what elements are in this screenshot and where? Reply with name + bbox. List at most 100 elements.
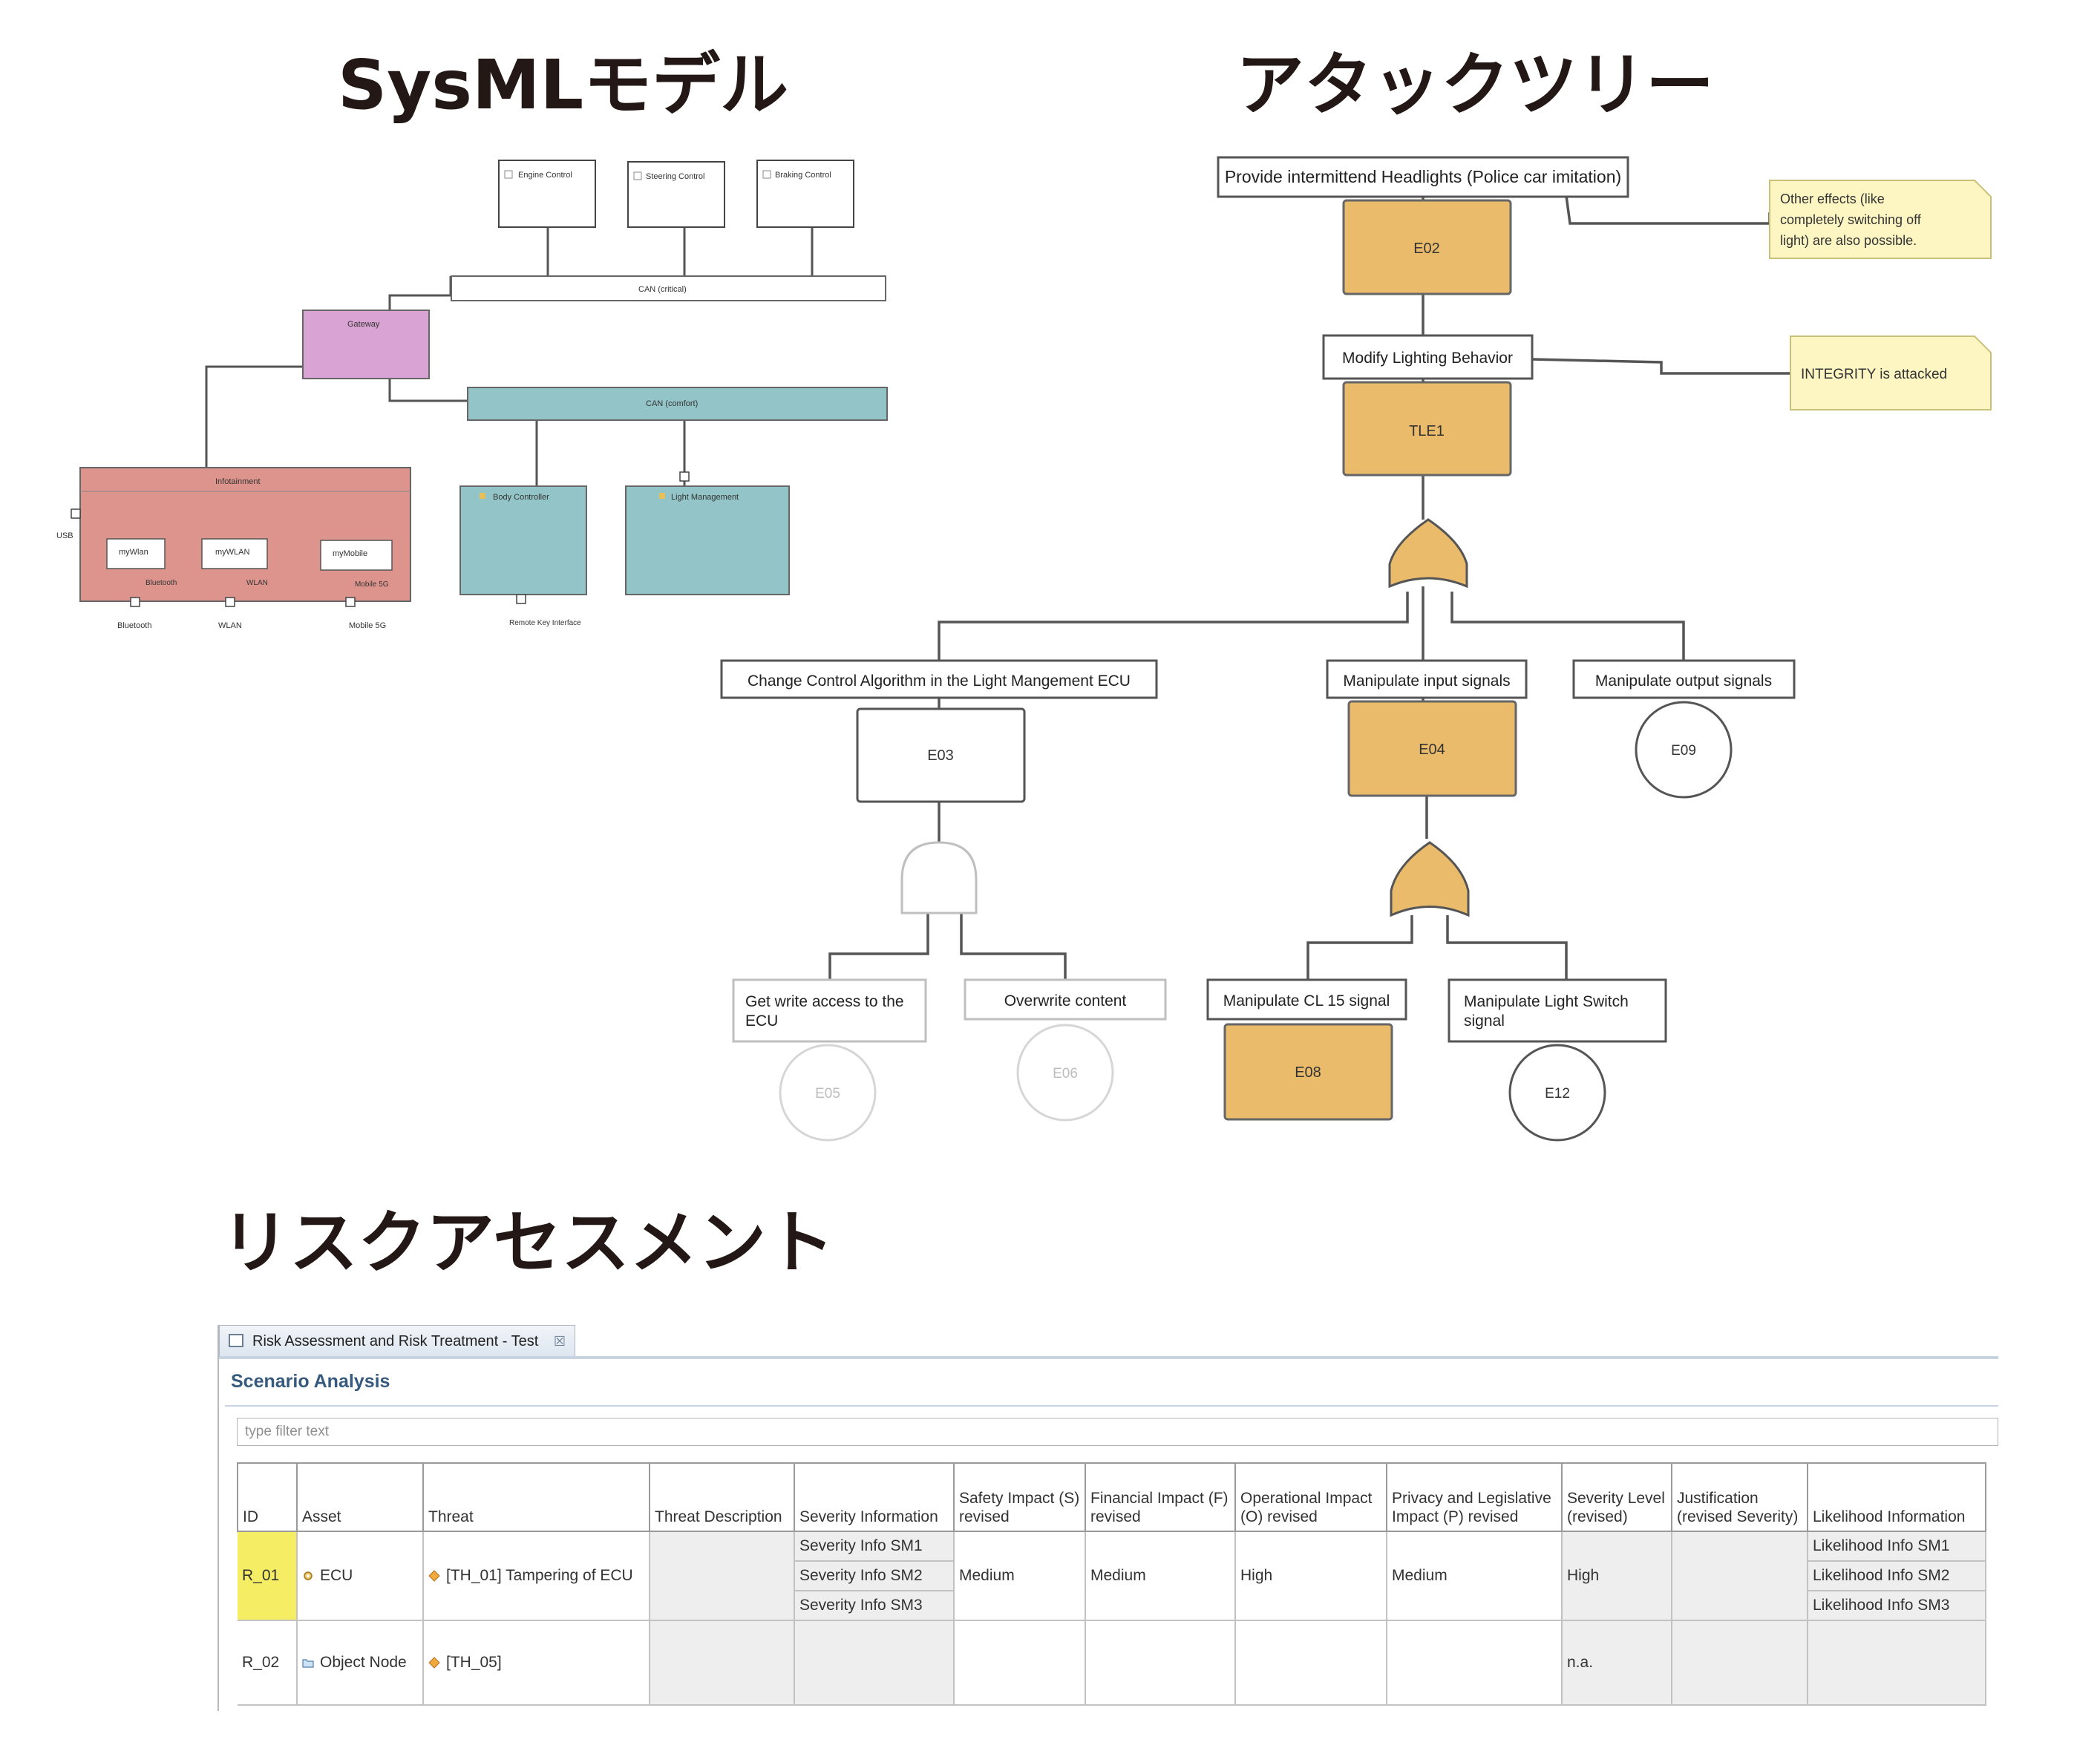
note-line: light) are also possible. [1780, 233, 1917, 248]
attack-event-e03: E03 [856, 707, 1026, 803]
svg-text:E02: E02 [1413, 240, 1440, 257]
column-header[interactable]: Threat [422, 1462, 650, 1532]
attack-label-manipulate-cl15: Manipulate CL 15 signal [1206, 978, 1407, 1021]
block-label: Steering Control [646, 172, 705, 181]
svg-text:E12: E12 [1545, 1086, 1570, 1102]
rki-label: Remote Key Interface [509, 619, 581, 627]
part-label: myWLAN [215, 548, 250, 557]
attack-event-e04: E04 [1347, 700, 1517, 797]
severity-info-cell[interactable]: Severity Info SM1 [794, 1531, 955, 1562]
severity-info-cell[interactable]: Severity Info SM3 [794, 1591, 955, 1621]
svg-text:E09: E09 [1671, 743, 1696, 759]
svg-text:E04: E04 [1419, 742, 1445, 758]
likelihood-info-cell[interactable] [1808, 1620, 1986, 1706]
column-header[interactable]: ID [237, 1462, 298, 1532]
close-icon[interactable]: ☒ [553, 1334, 566, 1349]
severity-info-cell[interactable]: Severity Info SM2 [794, 1561, 955, 1591]
scenario-table: ID Asset Threat Threat Description Sever… [237, 1462, 1986, 1706]
financial-impact-cell[interactable] [1085, 1620, 1236, 1706]
label-line: Manipulate Light Switch [1464, 993, 1629, 1010]
operational-impact-cell[interactable]: High [1235, 1531, 1387, 1621]
table-header-row: ID Asset Threat Threat Description Sever… [237, 1462, 1986, 1532]
label-line: signal [1464, 1012, 1505, 1030]
tab-underline [219, 1356, 1998, 1359]
part-label: myWlan [119, 548, 148, 557]
usb-port [71, 508, 81, 519]
svg-text:Manipulate CL 15 signal: Manipulate CL 15 signal [1223, 992, 1390, 1009]
svg-text:Change Control Algorithm in th: Change Control Algorithm in the Light Ma… [748, 673, 1131, 690]
asset-label: ECU [320, 1567, 353, 1584]
risk-assessment-editor: Risk Assessment and Risk Treatment - Tes… [217, 1325, 1998, 1711]
and-gate-icon [900, 841, 978, 914]
table-row[interactable]: R_02 Object Node [TH_05] n.a. [238, 1620, 1986, 1706]
editor-tab[interactable]: Risk Assessment and Risk Treatment - Tes… [219, 1325, 575, 1356]
threat-label: [TH_01] Tampering of ECU [446, 1567, 633, 1584]
severity-level-cell[interactable]: High [1562, 1531, 1672, 1621]
likelihood-info-cell[interactable]: Likelihood Info SM2 [1808, 1561, 1986, 1591]
note-line: completely switching off [1780, 212, 1922, 227]
infotainment-label: Infotainment [215, 477, 261, 486]
severity-info-cell[interactable] [794, 1620, 955, 1706]
threat-label: [TH_05] [446, 1654, 502, 1671]
column-header[interactable]: Operational Impact (O) revised [1234, 1462, 1387, 1532]
threat-icon [428, 1657, 440, 1669]
or-gate-icon [1390, 841, 1470, 917]
risk-assessment-heading: リスクアセスメント [221, 1203, 835, 1283]
privacy-impact-cell[interactable] [1387, 1620, 1563, 1706]
column-header[interactable]: Likelihood Information [1807, 1462, 1986, 1532]
column-header[interactable]: Safety Impact (S) revised [953, 1462, 1086, 1532]
column-header[interactable]: Justification (revised Severity) [1671, 1462, 1808, 1532]
safety-impact-cell[interactable]: Medium [954, 1531, 1086, 1621]
justification-cell[interactable] [1672, 1531, 1808, 1621]
sysml-infotainment: Infotainment USB myWlan myWLAN myMobile … [56, 467, 411, 607]
id-cell[interactable]: R_02 [238, 1620, 298, 1706]
column-header[interactable]: Privacy and Legislative Impact (P) revis… [1386, 1462, 1563, 1532]
table-row[interactable]: R_01 ECU [TH_01] Tampering of ECU Severi… [238, 1531, 1986, 1621]
likelihood-info-cell[interactable]: Likelihood Info SM3 [1808, 1591, 1986, 1621]
column-header[interactable]: Financial Impact (F) revised [1085, 1462, 1236, 1532]
column-header[interactable]: Threat Description [649, 1462, 795, 1532]
svg-text:Manipulate input signals: Manipulate input signals [1343, 673, 1510, 690]
threat-cell[interactable]: [TH_01] Tampering of ECU [423, 1531, 650, 1621]
gear-icon [304, 1571, 313, 1580]
column-header[interactable]: Severity Information [794, 1462, 955, 1532]
column-header[interactable]: Severity Level (revised) [1561, 1462, 1672, 1532]
filter-input[interactable]: type filter text [237, 1418, 1998, 1446]
attack-event-e12: E12 [1508, 1044, 1606, 1142]
port-label: WLAN [246, 579, 268, 587]
svg-text:Provide intermittend Headlight: Provide intermittend Headlights (Police … [1225, 167, 1621, 186]
attack-label-manipulate-input: Manipulate input signals [1326, 659, 1528, 699]
sysml-block-steering-control: Steering Control [627, 161, 725, 228]
attack-tle-label: Modify Lighting Behavior [1322, 334, 1534, 380]
can-label: CAN (comfort) [646, 399, 698, 408]
svg-text:Overwrite content: Overwrite content [1004, 992, 1127, 1009]
threat-description-cell[interactable] [650, 1620, 795, 1706]
severity-level-cell[interactable]: n.a. [1562, 1620, 1672, 1706]
sysml-light-management: Light Management [625, 471, 790, 595]
attack-event-e08: E08 [1223, 1023, 1393, 1121]
or-gate-icon [1388, 518, 1468, 589]
asset-label: Object Node [320, 1654, 407, 1671]
table-subrow[interactable]: Severity Info SM3 Likelihood Info SM3 [238, 1591, 1986, 1621]
column-header[interactable]: Asset [296, 1462, 424, 1532]
svg-text:TLE1: TLE1 [1409, 423, 1445, 439]
attack-event-e06: E06 [1016, 1024, 1114, 1122]
id-cell[interactable]: R_01 [238, 1531, 298, 1621]
port-label: Mobile 5G [355, 580, 389, 589]
attack-event-e09: E09 [1635, 701, 1733, 799]
external-label: Mobile 5G [349, 621, 386, 630]
sysml-body-controller: Body Controller [459, 485, 587, 604]
asset-cell[interactable]: ECU [297, 1531, 424, 1621]
threat-cell[interactable]: [TH_05] [423, 1620, 650, 1706]
safety-impact-cell[interactable] [954, 1620, 1086, 1706]
financial-impact-cell[interactable]: Medium [1085, 1531, 1236, 1621]
privacy-impact-cell[interactable]: Medium [1387, 1531, 1563, 1621]
asset-cell[interactable]: Object Node [297, 1620, 424, 1706]
gateway-label: Gateway [347, 320, 380, 329]
operational-impact-cell[interactable] [1235, 1620, 1387, 1706]
table-subrow[interactable]: Severity Info SM2 Likelihood Info SM2 [238, 1561, 1986, 1591]
justification-cell[interactable] [1672, 1620, 1808, 1706]
threat-description-cell[interactable] [650, 1531, 795, 1621]
likelihood-info-cell[interactable]: Likelihood Info SM1 [1808, 1531, 1986, 1562]
attack-label-manipulate-light-switch: Manipulate Light Switch signal [1448, 978, 1667, 1043]
